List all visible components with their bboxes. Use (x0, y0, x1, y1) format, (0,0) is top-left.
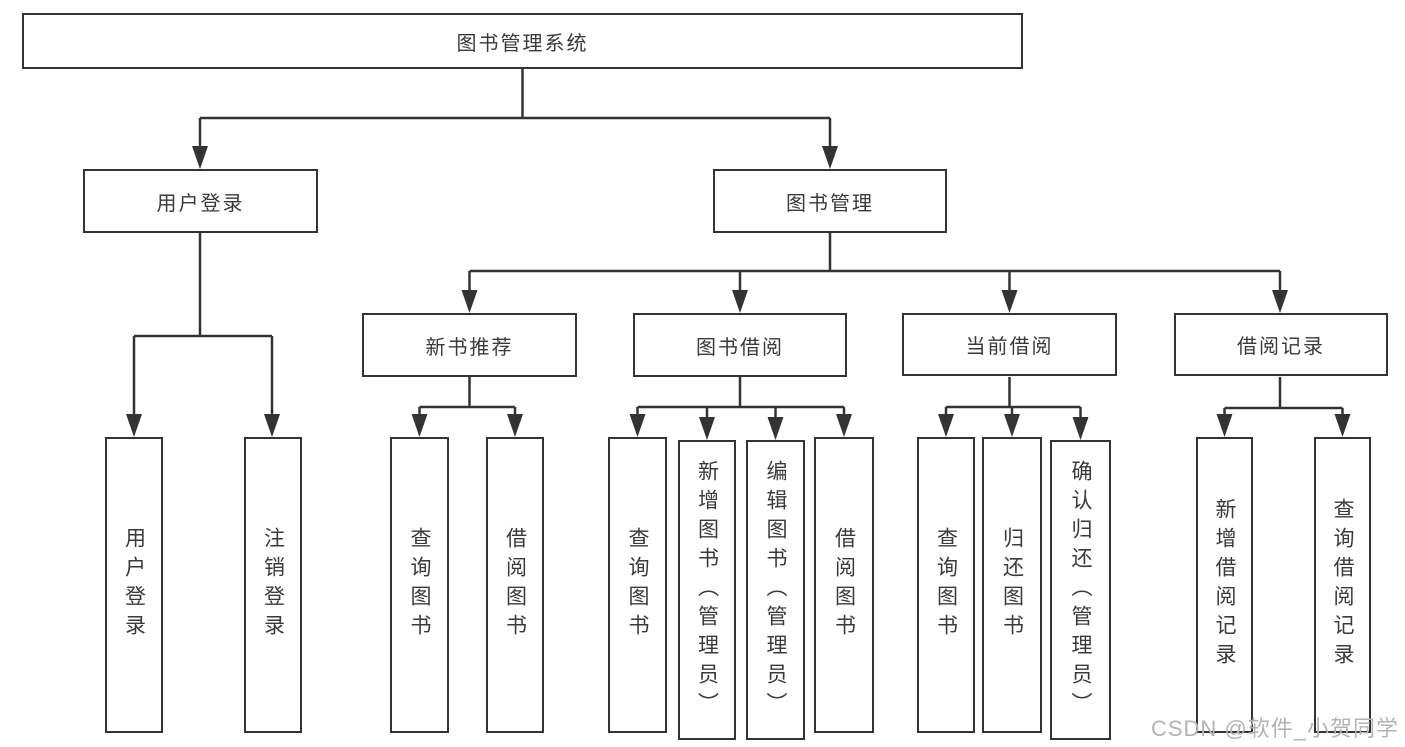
node-label: 查询图书 (626, 527, 649, 643)
leaf-query-book-borrow: 查询图书 (608, 437, 667, 733)
node-label: 图书借阅 (696, 336, 784, 359)
leaf-borrow-book: 借阅图书 (814, 437, 874, 733)
leaf-confirm-return-admin: 确认归还（管理员） (1050, 440, 1111, 740)
leaf-edit-book-admin: 编辑图书（管理员） (746, 440, 805, 740)
leaf-borrow-book-recommend: 借阅图书 (486, 437, 544, 733)
node-label: 归还图书 (1000, 527, 1024, 643)
leaf-return-book: 归还图书 (982, 437, 1042, 733)
node-label: 查询借阅记录 (1331, 498, 1354, 672)
node-borrow-record: 借阅记录 (1174, 313, 1388, 376)
node-label: 图书管理系统 (456, 32, 589, 55)
node-label: 新书推荐 (425, 336, 514, 359)
node-label: 用户登录 (156, 192, 245, 215)
node-label: 用户登录 (122, 527, 146, 643)
node-library-system-root: 图书管理系统 (22, 13, 1023, 69)
node-label: 借阅图书 (832, 527, 856, 643)
node-new-book-recommend: 新书推荐 (362, 313, 577, 377)
leaf-query-book-current: 查询图书 (917, 437, 975, 733)
leaf-logout: 注销登录 (244, 437, 302, 733)
csdn-watermark: CSDN @软件_小贺同学 (1150, 716, 1399, 741)
node-current-borrow: 当前借阅 (902, 313, 1117, 376)
node-label: 查询图书 (408, 527, 431, 643)
node-book-borrow: 图书借阅 (633, 313, 847, 377)
node-label: 借阅图书 (503, 527, 527, 643)
node-label: 注销登录 (261, 527, 285, 643)
node-label: 新增借阅记录 (1213, 498, 1236, 672)
leaf-add-book-admin: 新增图书（管理员） (678, 440, 736, 740)
node-label: 图书管理 (786, 192, 874, 215)
node-label: 查询图书 (934, 527, 958, 643)
leaf-query-book-recommend: 查询图书 (390, 437, 449, 733)
leaf-user-login: 用户登录 (105, 437, 163, 733)
node-label: 新增图书（管理员） (695, 459, 719, 721)
node-label: 借阅记录 (1237, 336, 1325, 358)
leaf-add-borrow-record: 新增借阅记录 (1196, 437, 1253, 733)
node-label: 确认归还（管理员） (1069, 459, 1092, 721)
node-label: 编辑图书（管理员） (764, 459, 787, 721)
node-user-login: 用户登录 (83, 169, 318, 233)
node-book-management: 图书管理 (713, 169, 947, 233)
node-label: 当前借阅 (965, 336, 1054, 358)
leaf-query-borrow-record: 查询借阅记录 (1314, 437, 1371, 733)
